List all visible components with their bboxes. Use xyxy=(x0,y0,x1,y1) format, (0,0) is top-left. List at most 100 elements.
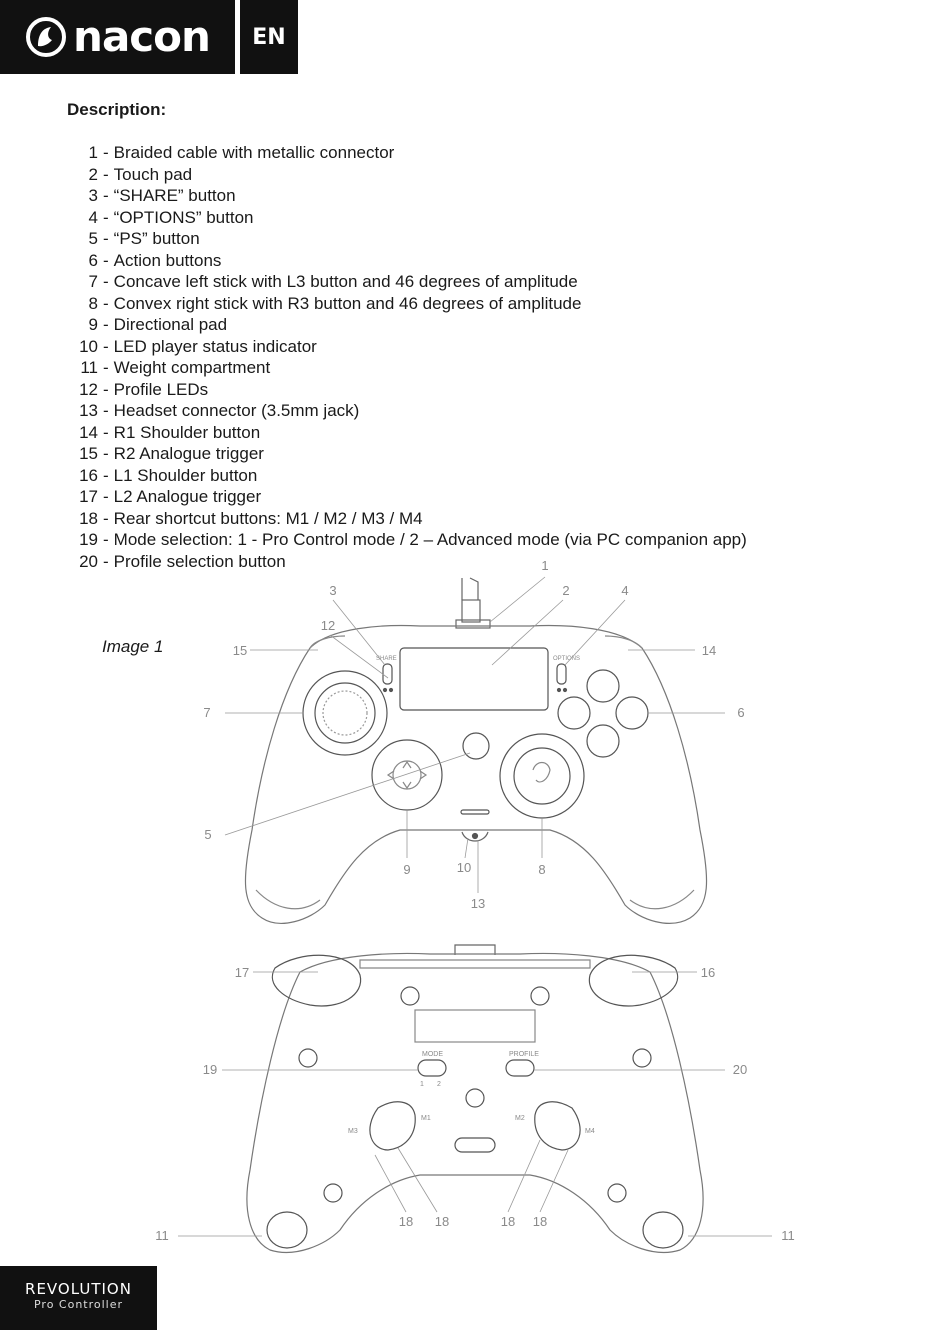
language-badge: EN xyxy=(240,0,298,74)
m3-label: M3 xyxy=(348,1128,358,1135)
item-text: “PS” button xyxy=(113,229,200,248)
r2-trigger xyxy=(588,954,679,1007)
description-item: 14-R1 Shoulder button xyxy=(60,422,747,444)
description-item: 10-LED player status indicator xyxy=(60,336,747,358)
callout-number: 17 xyxy=(235,965,249,980)
description-item: 4-“OPTIONS” button xyxy=(60,207,747,229)
item-separator: - xyxy=(103,250,109,270)
callout-number: 5 xyxy=(204,827,211,842)
item-number: 14 xyxy=(79,422,98,442)
description-item: 1-Braided cable with metallic connector xyxy=(60,142,747,164)
item-separator: - xyxy=(103,551,109,571)
ps-button xyxy=(462,732,490,760)
item-separator: - xyxy=(103,143,109,162)
item-separator: - xyxy=(103,401,109,420)
item-text: Profile LEDs xyxy=(113,379,209,399)
item-separator: - xyxy=(103,530,109,549)
callout-number: 20 xyxy=(733,1062,747,1077)
item-separator: - xyxy=(103,379,109,399)
item-text: Weight compartment xyxy=(113,358,271,377)
item-separator: - xyxy=(103,487,109,506)
item-number: 5 xyxy=(88,229,98,248)
mode-2-label: 2 xyxy=(437,1081,441,1088)
item-number: 1 xyxy=(88,143,98,162)
l2-trigger xyxy=(271,954,362,1007)
weight-compartment-left xyxy=(266,1211,308,1249)
rear-paddles-right xyxy=(534,1101,581,1151)
description-item: 9-Directional pad xyxy=(60,314,747,336)
nacon-emblem-icon xyxy=(26,17,67,57)
callout-number: 6 xyxy=(737,705,744,720)
left-stick xyxy=(314,682,376,744)
description-item: 19-Mode selection: 1 - Pro Control mode … xyxy=(60,529,747,551)
item-text: Mode selection: 1 - Pro Control mode / 2… xyxy=(113,530,747,549)
item-text: Concave left stick with L3 button and 46… xyxy=(113,272,578,291)
mode-label: MODE xyxy=(422,1051,443,1058)
callout-number: 15 xyxy=(233,643,247,658)
product-subtitle: Pro Controller xyxy=(33,1298,124,1311)
item-separator: - xyxy=(103,293,109,313)
callout-number: 3 xyxy=(329,583,336,598)
item-separator: - xyxy=(103,336,109,356)
description-item: 17-L2 Analogue trigger xyxy=(60,486,747,508)
m2-label: M2 xyxy=(515,1115,525,1122)
description-item: 5-“PS” button xyxy=(60,228,747,250)
item-number: 13 xyxy=(79,401,98,420)
description-item: 3-“SHARE” button xyxy=(60,185,747,207)
item-text: Action buttons xyxy=(113,250,222,270)
options-button xyxy=(556,663,567,685)
profile-button xyxy=(505,1059,535,1077)
m1-label: M1 xyxy=(421,1115,431,1122)
description-item: 12-Profile LEDs xyxy=(60,379,747,401)
item-text: R1 Shoulder button xyxy=(113,422,261,442)
callout-number: 14 xyxy=(702,643,716,658)
nacon-logo: nacon xyxy=(25,16,211,58)
item-text: Headset connector (3.5mm jack) xyxy=(113,401,360,420)
item-text: Profile selection button xyxy=(113,551,286,571)
description-item: 20-Profile selection button xyxy=(60,551,747,573)
brand-header: nacon xyxy=(0,0,235,74)
image-caption: Image 1 xyxy=(102,637,164,656)
mode-switch xyxy=(417,1059,447,1077)
product-brand-footer: REVOLUTION Pro Controller xyxy=(0,1266,157,1330)
item-number: 17 xyxy=(79,487,98,506)
mode-1-label: 1 xyxy=(420,1081,424,1088)
callout-number: 11 xyxy=(781,1228,795,1243)
item-text: Braided cable with metallic connector xyxy=(113,143,395,162)
description-title: Description: xyxy=(67,100,167,119)
action-button-left xyxy=(557,696,591,730)
item-text: L1 Shoulder button xyxy=(113,465,258,485)
callout-number: 16 xyxy=(701,965,715,980)
right-stick xyxy=(513,747,571,805)
item-separator: - xyxy=(103,422,109,442)
item-number: 11 xyxy=(80,358,98,377)
share-label: SHARE xyxy=(376,656,397,662)
rear-paddles-left xyxy=(369,1101,416,1151)
headset-jack xyxy=(471,832,479,840)
item-text: “OPTIONS” button xyxy=(113,207,254,227)
item-separator: - xyxy=(103,272,109,291)
item-number: 2 xyxy=(88,164,98,184)
action-button-right xyxy=(615,696,649,730)
item-text: Directional pad xyxy=(113,315,228,334)
product-name: REVOLUTION xyxy=(25,1280,132,1298)
callout-number: 13 xyxy=(471,896,485,911)
description-item: 15-R2 Analogue trigger xyxy=(60,443,747,465)
callout-number: 19 xyxy=(203,1062,217,1077)
item-number: 15 xyxy=(79,444,98,463)
item-number: 3 xyxy=(88,186,98,205)
callout-number: 7 xyxy=(203,705,210,720)
item-number: 6 xyxy=(88,250,98,270)
description-item: 8-Convex right stick with R3 button and … xyxy=(60,293,747,315)
item-number: 18 xyxy=(79,508,98,528)
description-item: 16-L1 Shoulder button xyxy=(60,465,747,487)
controller-front-view: SHARE OPTIONS xyxy=(203,558,745,924)
item-number: 16 xyxy=(79,465,98,485)
action-button-bottom xyxy=(586,724,620,758)
item-number: 4 xyxy=(88,207,98,227)
item-text: Touch pad xyxy=(113,164,193,184)
profile-label: PROFILE xyxy=(509,1051,539,1058)
item-separator: - xyxy=(103,164,109,184)
